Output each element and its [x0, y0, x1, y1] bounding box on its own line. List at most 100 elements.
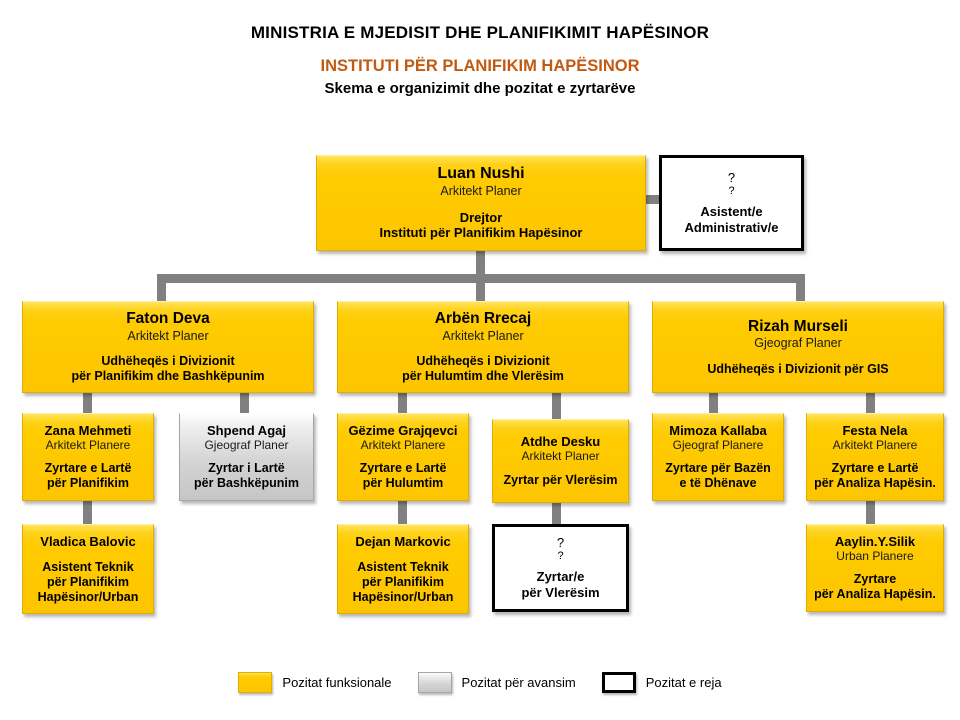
node-assistant-role1: Asistent/e [700, 204, 763, 220]
node-assistant-administrative[interactable]: ? ? Asistent/e Administrativ/e [659, 155, 804, 251]
node-division-gis[interactable]: Rizah Murseli Gjeograf Planer Udhëheqës … [652, 301, 944, 393]
node-festa-role2: për Analiza Hapësin. [814, 476, 936, 491]
node-vleresim-new-position[interactable]: ? ? Zyrtar/e për Vlerësim [492, 524, 629, 612]
connector-festa-aaylin [866, 500, 875, 525]
legend-item-functional: Pozitat funksionale [238, 672, 392, 693]
node-zana-role2: për Planifikim [47, 476, 129, 491]
node-gezime-role1: Zyrtare e Lartë [359, 461, 447, 476]
node-aaylin-role1: Zyrtare [853, 572, 897, 587]
connector-gezime-dejan [398, 500, 407, 525]
node-shpend-subtitle: Gjeograf Planer [204, 438, 289, 453]
legend-swatch-new-icon [601, 672, 636, 693]
node-div1-name: Faton Deva [126, 310, 210, 328]
node-aaylin-silik[interactable]: Aaylin.Y.Silik Urban Planere Zyrtare për… [806, 524, 944, 612]
node-vladica-name: Vladica Balovic [40, 533, 136, 549]
node-zana-subtitle: Arkitekt Planere [45, 438, 131, 453]
node-mimoza-role1: Zyrtare për Bazën [665, 461, 771, 476]
node-aaylin-subtitle: Urban Planere [836, 549, 914, 564]
node-mimoza-role2: e të Dhënave [679, 476, 757, 491]
connector-drop-div2 [476, 274, 485, 302]
node-director-role2: Instituti për Planifikim Hapësinor [379, 225, 583, 241]
node-dejan-markovic[interactable]: Dejan Markovic Asistent Teknik për Plani… [337, 524, 469, 614]
connector-div2-atdhe [552, 393, 561, 419]
legend: Pozitat funksionale Pozitat për avansim … [0, 672, 960, 693]
node-atdhe-desku[interactable]: Atdhe Desku Arkitekt Planer Zyrtar për V… [492, 419, 629, 503]
legend-label-functional: Pozitat funksionale [282, 675, 392, 690]
node-dejan-role3: Hapësinor/Urban [352, 589, 454, 604]
node-vleresim-role2: për Vlerësim [521, 584, 600, 600]
node-mimoza-kallaba[interactable]: Mimoza Kallaba Gjeograf Planere Zyrtare … [652, 413, 784, 501]
node-director-name: Luan Nushi [437, 165, 525, 183]
node-shpend-role1: Zyrtar i Lartë [208, 461, 285, 476]
connector-director-down [476, 250, 485, 282]
node-zana-role1: Zyrtare e Lartë [44, 461, 132, 476]
legend-item-new: Pozitat e reja [601, 672, 722, 693]
node-director-role1: Drejtor [459, 209, 503, 225]
node-div1-subtitle: Arkitekt Planer [127, 328, 209, 343]
node-assistant-q2: ? [728, 185, 735, 198]
node-div3-role1: Udhëheqës i Divizionit për GIS [707, 361, 889, 376]
page-title-block: MINISTRIA E MJEDISIT DHE PLANIFIKIMIT HA… [0, 23, 960, 97]
connector-div3-mimoza [709, 393, 718, 415]
node-atdhe-subtitle: Arkitekt Planer [521, 449, 600, 464]
legend-swatch-advancement-icon [417, 672, 452, 693]
node-division-planning[interactable]: Faton Deva Arkitekt Planer Udhëheqës i D… [22, 301, 314, 393]
node-shpend-agaj[interactable]: Shpend Agaj Gjeograf Planer Zyrtar i Lar… [179, 413, 314, 501]
node-festa-nela[interactable]: Festa Nela Arkitekt Planere Zyrtare e La… [806, 413, 944, 501]
connector-div2-gezime [398, 393, 407, 415]
node-festa-name: Festa Nela [842, 423, 908, 438]
node-director[interactable]: Luan Nushi Arkitekt Planer Drejtor Insti… [316, 155, 646, 251]
node-gezime-name: Gëzime Grajqevci [348, 423, 458, 438]
node-shpend-name: Shpend Agaj [207, 423, 286, 438]
node-division-research[interactable]: Arbën Rrecaj Arkitekt Planer Udhëheqës i… [337, 301, 629, 393]
connector-div3-festa [866, 393, 875, 415]
node-zana-name: Zana Mehmeti [44, 423, 132, 438]
ministry-title: MINISTRIA E MJEDISIT DHE PLANIFIKIMIT HA… [250, 23, 710, 42]
node-aaylin-role2: për Analiza Hapësin. [814, 587, 936, 602]
legend-label-new: Pozitat e reja [645, 675, 722, 690]
node-div1-role1: Udhëheqës i Divizionit [101, 354, 235, 369]
node-dejan-role1: Asistent Teknik [357, 560, 449, 575]
node-mimoza-subtitle: Gjeograf Planere [672, 438, 764, 453]
node-dejan-name: Dejan Markovic [355, 533, 451, 549]
node-vladica-balovic[interactable]: Vladica Balovic Asistent Teknik për Plan… [22, 524, 154, 614]
connector-div1-zana [83, 393, 92, 415]
node-gezime-grajqevci[interactable]: Gëzime Grajqevci Arkitekt Planere Zyrtar… [337, 413, 469, 501]
node-festa-subtitle: Arkitekt Planere [832, 438, 918, 453]
legend-item-advancement: Pozitat për avansim [417, 672, 576, 693]
node-assistant-q1: ? [727, 169, 736, 185]
legend-swatch-functional-icon [238, 672, 273, 693]
node-vleresim-role1: Zyrtar/e [536, 569, 585, 585]
node-div1-role2: për Planifikim dhe Bashkëpunim [71, 369, 265, 384]
node-aaylin-name: Aaylin.Y.Silik [834, 534, 916, 549]
node-shpend-role2: për Bashkëpunim [194, 476, 299, 491]
chart-subtitle: Skema e organizimit dhe pozitat e zyrtar… [324, 79, 636, 97]
node-mimoza-name: Mimoza Kallaba [669, 423, 767, 438]
node-div2-subtitle: Arkitekt Planer [442, 328, 524, 343]
node-assistant-role2: Administrativ/e [684, 219, 779, 235]
node-vladica-role3: Hapësinor/Urban [37, 589, 139, 604]
node-div2-name: Arbën Rrecaj [434, 310, 532, 328]
node-vladica-role1: Asistent Teknik [42, 560, 134, 575]
connector-drop-div3 [796, 274, 805, 302]
node-atdhe-name: Atdhe Desku [520, 433, 601, 449]
legend-label-advancement: Pozitat për avansim [461, 675, 576, 690]
node-atdhe-role1: Zyrtar për Vlerësim [503, 473, 618, 488]
node-dejan-role2: për Planifikim [362, 574, 444, 589]
node-div3-subtitle: Gjeograf Planer [754, 335, 842, 350]
node-div2-role1: Udhëheqës i Divizionit [416, 354, 550, 369]
node-gezime-subtitle: Arkitekt Planere [360, 438, 446, 453]
node-festa-role1: Zyrtare e Lartë [831, 461, 919, 476]
node-vleresim-q2: ? [557, 550, 564, 563]
node-div3-name: Rizah Murseli [748, 317, 848, 335]
node-div2-role2: për Hulumtim dhe Vlerësim [402, 369, 564, 384]
connector-zana-vladica [83, 500, 92, 525]
institute-title: INSTITUTI PËR PLANIFIKIM HAPËSINOR [320, 56, 640, 75]
node-director-subtitle: Arkitekt Planer [440, 184, 522, 199]
connector-drop-div1 [157, 274, 166, 302]
node-vladica-role2: për Planifikim [47, 574, 129, 589]
connector-director-assistant [643, 195, 663, 204]
connector-atdhe-vleresim [552, 503, 561, 525]
node-zana-mehmeti[interactable]: Zana Mehmeti Arkitekt Planere Zyrtare e … [22, 413, 154, 501]
node-gezime-role2: për Hulumtim [362, 476, 444, 491]
